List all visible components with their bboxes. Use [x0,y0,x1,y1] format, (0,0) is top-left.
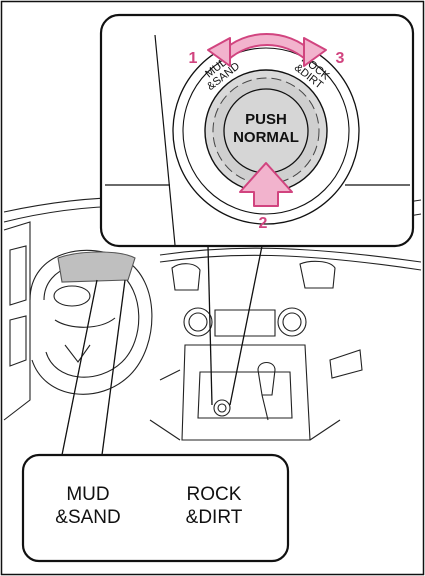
knob-label-line2: NORMAL [233,129,299,146]
indicator-mud-line1: MUD [66,484,109,505]
callout-number-2: 2 [259,215,268,232]
indicator-mud-line2: &SAND [55,507,120,528]
callout-number-1: 1 [189,50,198,67]
indicator-rock-line2: &DIRT [186,507,243,528]
knob-label-line1: PUSH [245,111,287,128]
knob-zoom-callout: PUSH NORMAL MUD &SAND ROCK &DIRT 1 2 3 [101,15,413,246]
callout-number-3: 3 [336,50,345,67]
indicator-rock-line1: ROCK [187,484,242,505]
